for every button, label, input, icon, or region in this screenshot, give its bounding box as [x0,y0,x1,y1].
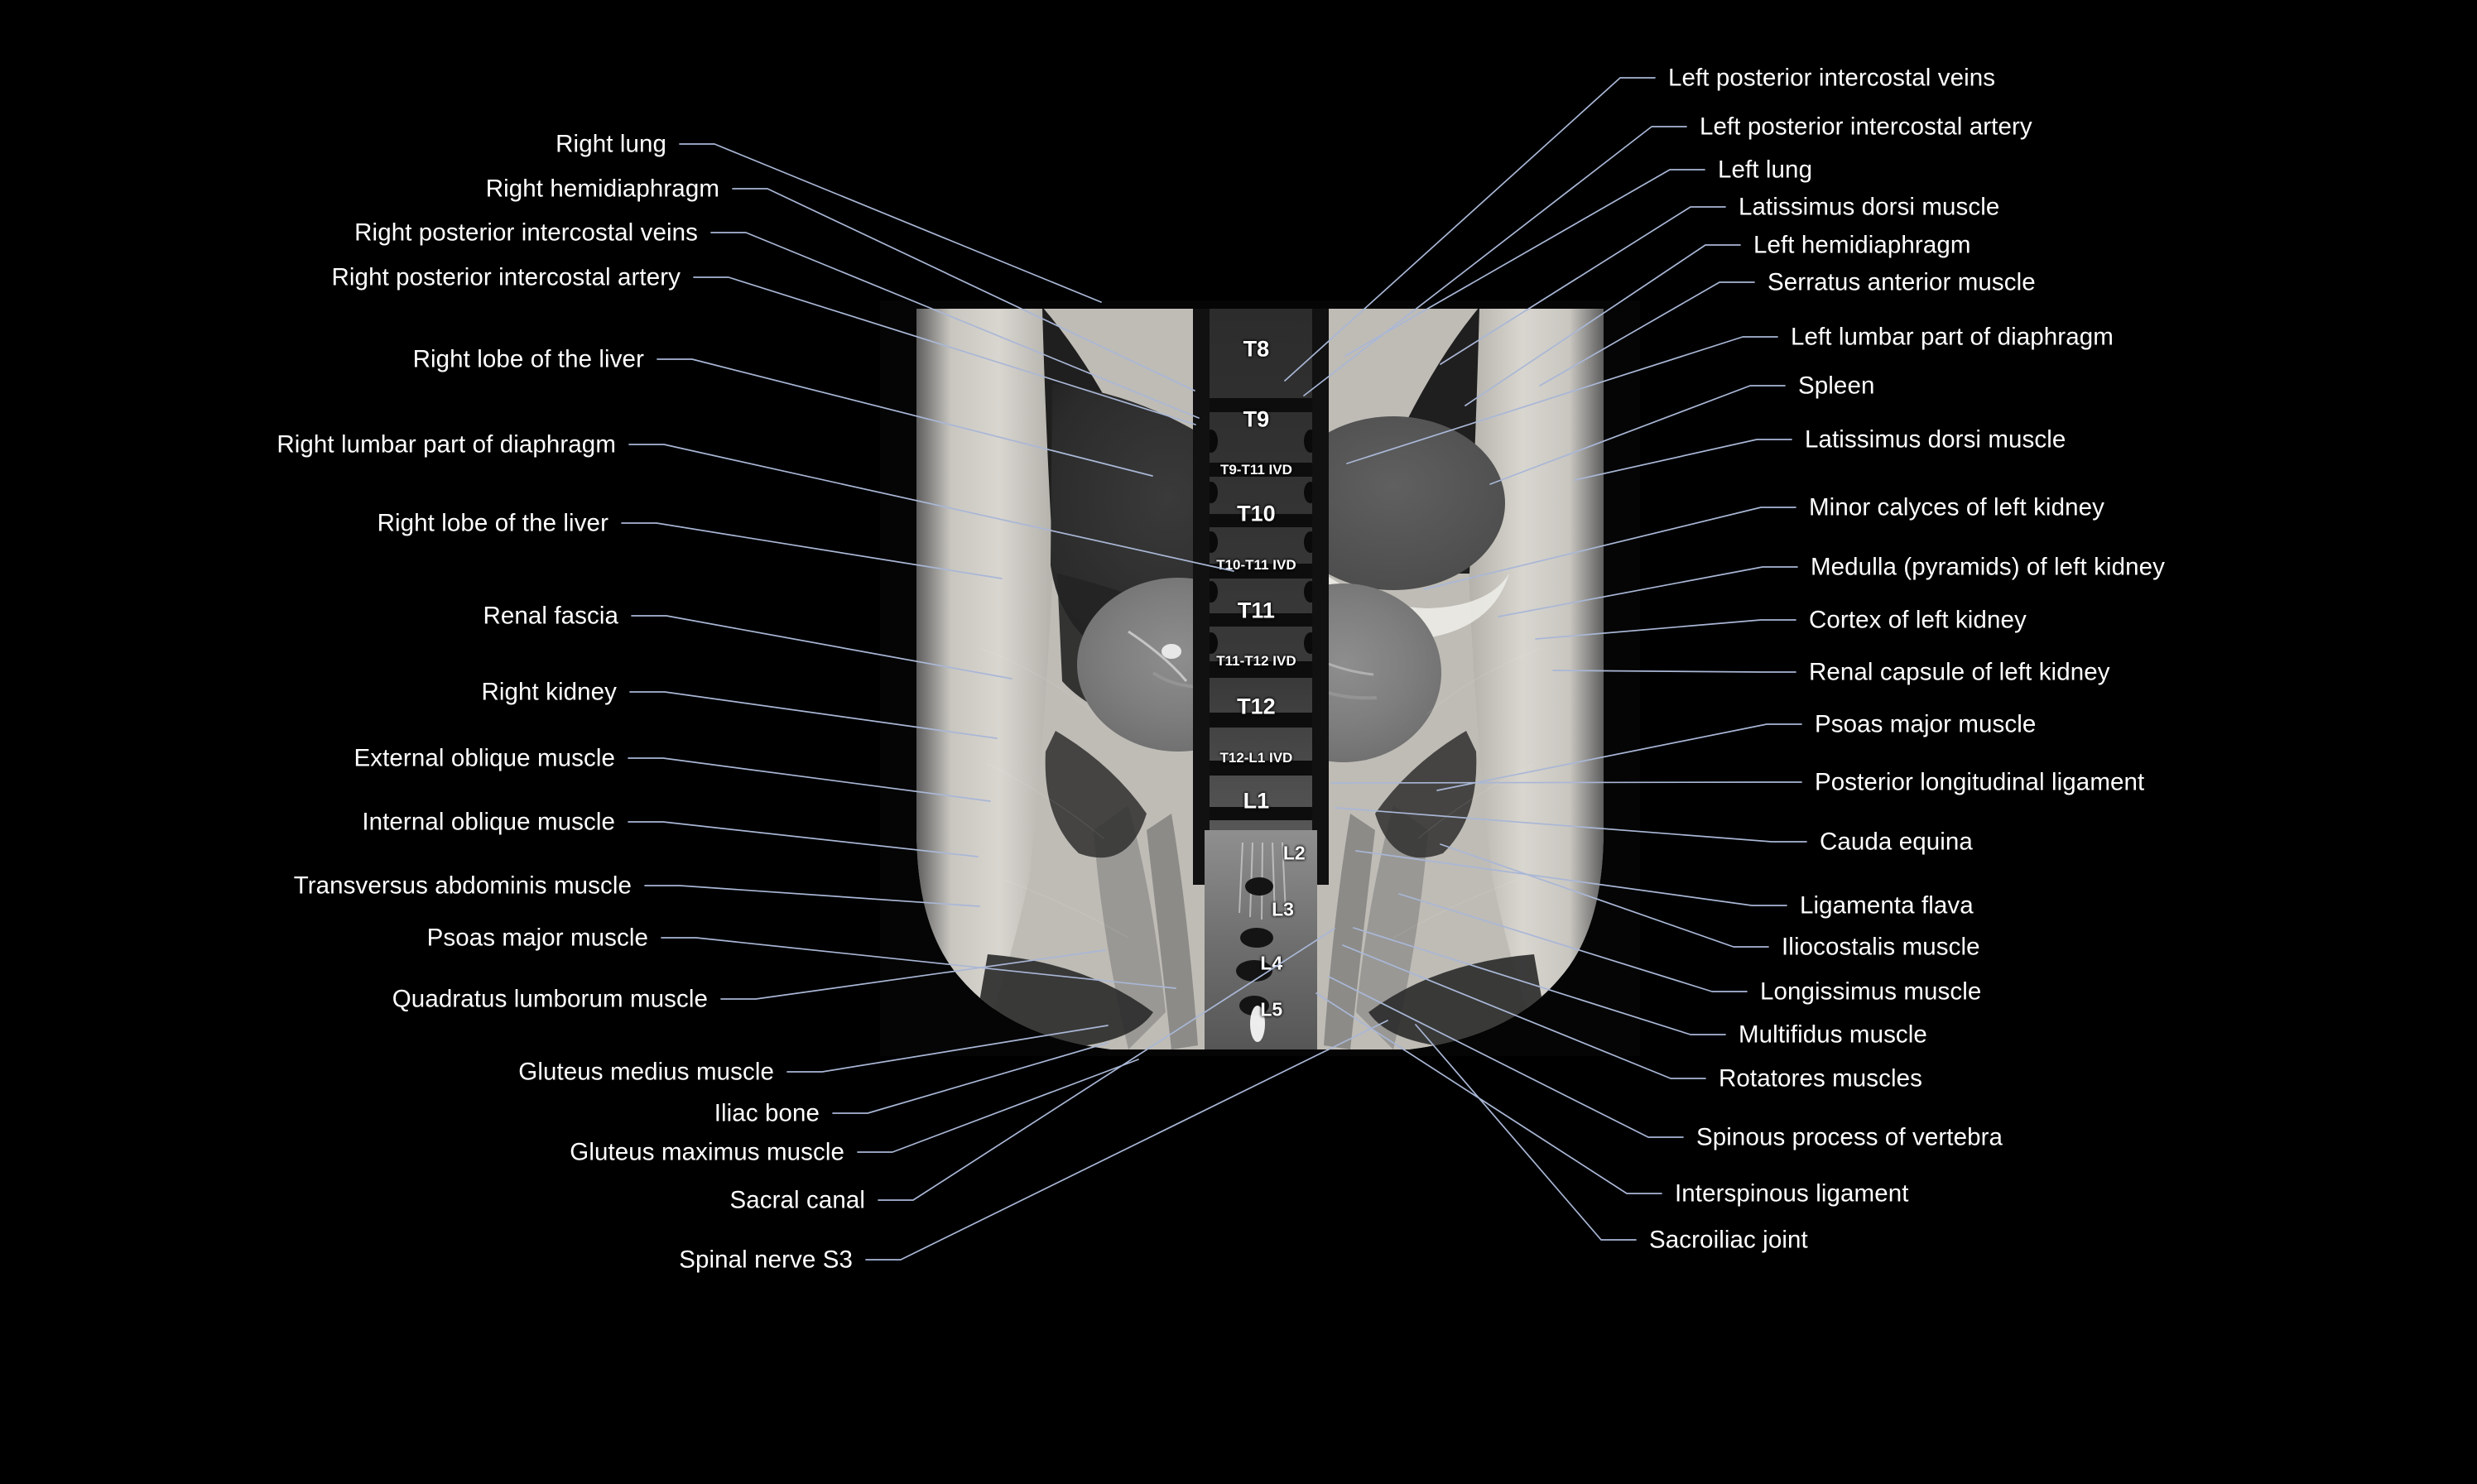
callout-label-gluteus-maximus-muscle: Gluteus maximus muscle [570,1138,844,1166]
vertebra-label-t11-t12-ivd: T11-T12 IVD [1216,652,1296,669]
callout-label-left-posterior-intercostal-artery: Left posterior intercostal artery [1700,113,2032,141]
vertebra-label-t11: T11 [1237,598,1275,623]
callout-label-longissimus-muscle: Longissimus muscle [1760,977,1982,1006]
callout-label-sacroiliac-joint: Sacroiliac joint [1649,1226,1808,1254]
callout-label-left-posterior-intercostal-veins: Left posterior intercostal veins [1668,64,1996,92]
callout-label-spinal-nerve-s3: Spinal nerve S3 [679,1246,853,1274]
callout-label-external-oblique-muscle: External oblique muscle [354,744,615,772]
leader-line-gluteus-maximus-muscle [857,1059,1139,1153]
callout-label-ligamenta-flava: Ligamenta flava [1800,891,1974,920]
callout-label-spleen: Spleen [1798,372,1875,400]
callout-label-internal-oblique-muscle: Internal oblique muscle [362,808,615,836]
callout-label-right-posterior-intercostal-veins: Right posterior intercostal veins [354,219,698,247]
callout-label-minor-calyces-of-left-kidney: Minor calyces of left kidney [1809,493,2104,521]
callout-label-psoas-major-muscle: Psoas major muscle [1815,710,2037,738]
vertebra-label-l4: L4 [1260,952,1283,974]
vertebra-label-l3: L3 [1272,898,1294,920]
callout-label-right-kidney: Right kidney [481,678,617,706]
callout-label-cortex-of-left-kidney: Cortex of left kidney [1809,606,2027,634]
callout-label-spinous-process-of-vertebra: Spinous process of vertebra [1696,1123,2003,1151]
callout-label-sacral-canal: Sacral canal [729,1186,865,1214]
vertebra-label-t10: T10 [1237,501,1276,526]
vertebra-label-l1: L1 [1243,788,1270,814]
callout-label-transversus-abdominis-muscle: Transversus abdominis muscle [293,872,632,900]
callout-label-psoas-major-muscle: Psoas major muscle [426,924,648,952]
callout-label-renal-capsule-of-left-kidney: Renal capsule of left kidney [1809,658,2110,686]
callout-label-iliocostalis-muscle: Iliocostalis muscle [1782,933,1980,961]
callout-label-renal-fascia: Renal fascia [483,602,618,630]
callout-label-right-lung: Right lung [556,130,666,158]
callout-label-right-lobe-of-the-liver: Right lobe of the liver [412,345,644,373]
callout-label-left-lumbar-part-of-diaphragm: Left lumbar part of diaphragm [1791,323,2114,351]
vertebra-label-t12-l1-ivd: T12-L1 IVD [1219,750,1293,766]
leader-line-spinal-nerve-s3 [865,1020,1388,1261]
callout-label-latissimus-dorsi-muscle: Latissimus dorsi muscle [1805,425,2066,454]
callout-label-right-lumbar-part-of-diaphragm: Right lumbar part of diaphragm [277,430,616,459]
callout-label-multifidus-muscle: Multifidus muscle [1739,1021,1927,1049]
vertebra-label-t8: T8 [1243,336,1270,362]
callout-label-left-lung: Left lung [1718,156,1813,184]
callout-label-medulla-pyramids-of-left-kidney: Medulla (pyramids) of left kidney [1811,553,2165,581]
vertebra-label-t9: T9 [1243,406,1270,432]
callout-label-quadratus-lumborum-muscle: Quadratus lumborum muscle [392,985,708,1013]
vertebra-label-t9-t11-ivd: T9-T11 IVD [1219,461,1292,478]
leader-line-sacroiliac-joint [1415,1024,1637,1241]
callout-label-right-posterior-intercostal-artery: Right posterior intercostal artery [331,263,681,291]
callout-label-iliac-bone: Iliac bone [714,1099,820,1127]
callout-label-serratus-anterior-muscle: Serratus anterior muscle [1768,268,2036,296]
vertebra-label-t12: T12 [1237,694,1276,719]
callout-label-interspinous-ligament: Interspinous ligament [1675,1179,1909,1208]
callout-label-gluteus-medius-muscle: Gluteus medius muscle [518,1058,774,1086]
callout-label-cauda-equina: Cauda equina [1820,828,1973,856]
vertebra-label-l2: L2 [1282,842,1306,864]
vertebra-label-t10-t11-ivd: T10-T11 IVD [1216,557,1296,574]
callout-label-right-lobe-of-the-liver: Right lobe of the liver [377,509,608,537]
callout-label-right-hemidiaphragm: Right hemidiaphragm [485,175,719,203]
callout-label-posterior-longitudinal-ligament: Posterior longitudinal ligament [1815,768,2145,796]
callout-label-rotatores-muscles: Rotatores muscles [1719,1064,1922,1093]
leader-line-right-lung [679,143,1102,303]
callout-label-latissimus-dorsi-muscle: Latissimus dorsi muscle [1739,193,2000,221]
vertebra-label-l5: L5 [1260,998,1283,1021]
callout-label-left-hemidiaphragm: Left hemidiaphragm [1753,231,1971,259]
